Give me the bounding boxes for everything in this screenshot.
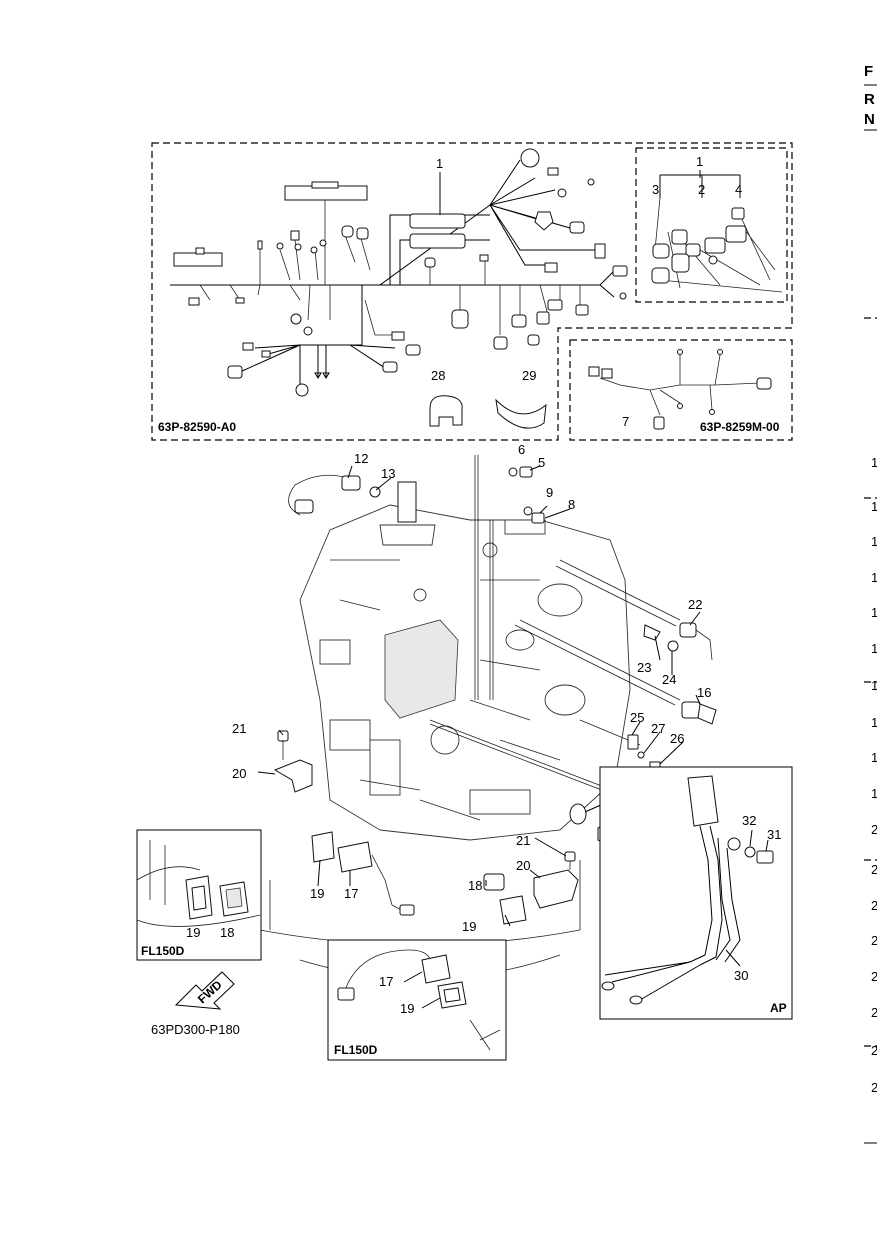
edge-row-mark: 1 [871,786,877,801]
fwd-arrow: FWD [174,971,235,1010]
page-edge: F R N 1 1 1 1 1 1 1 1 1 1 2 2 2 2 2 2 2 2 [864,63,877,1144]
callout-16: 16 [697,685,711,700]
callout-8: 8 [568,497,575,512]
edge-row-mark: 2 [871,1080,877,1095]
figure-code: 63PD300-P180 [151,1022,240,1037]
inset-ap: 30 31 32 AP [599,766,793,1020]
edge-row-mark: 1 [871,605,877,620]
callout-32: 32 [742,813,756,828]
callout-12: 12 [354,451,368,466]
callout-19-inset: 19 [400,1001,414,1016]
callout-29: 29 [522,368,536,383]
callout-19: 19 [310,886,324,901]
callout-18-inset-left: 18 [220,925,234,940]
callout-27: 27 [651,721,665,736]
edge-row-mark: 1 [871,534,877,549]
callout-1: 1 [436,156,443,171]
callout-4: 4 [735,182,742,197]
callout-19-center: 19 [462,919,476,934]
callout-5: 5 [538,455,545,470]
edge-row-mark: 2 [871,1005,877,1020]
edge-row-mark: 2 [871,933,877,948]
callout-25: 25 [630,710,644,725]
edge-row-mark: 2 [871,822,877,837]
edge-row-mark: 2 [871,898,877,913]
edge-row-mark: 1 [871,455,877,470]
callout-28: 28 [431,368,445,383]
inset-label-ap: AP [770,1001,787,1015]
inset-label-fl150d-left: FL150D [141,944,185,958]
callout-3: 3 [652,182,659,197]
callout-26: 26 [670,731,684,746]
edge-row-mark: 2 [871,969,877,984]
edge-row-mark: 1 [871,641,877,656]
engine-block: 5 6 8 9 10 11 12 13 14 15 16 17 18 19 20… [232,442,717,980]
edge-row-mark: 2 [871,1043,877,1058]
callout-2: 2 [698,182,705,197]
edge-letter: F [864,63,873,80]
callout-17-inset: 17 [379,974,393,989]
callout-22: 22 [688,597,702,612]
harness-part-code: 63P-82590-A0 [158,420,236,434]
callout-31: 31 [767,827,781,842]
callout-17: 17 [344,886,358,901]
edge-letter: N [864,111,875,128]
callout-21: 21 [232,721,246,736]
callout-20-center: 20 [516,858,530,873]
edge-row-mark: 2 [871,862,877,877]
callout-6: 6 [518,442,525,457]
callout-19-inset-left: 19 [186,925,200,940]
edge-letter: R [864,91,875,108]
callout-20: 20 [232,766,246,781]
harness-panel: 1 1 2 3 4 7 28 29 63P-82590-A0 63P-8259M… [151,142,793,441]
callout-24: 24 [662,672,676,687]
edge-row-mark: 1 [871,750,877,765]
inset-label-fl150d-bottom: FL150D [334,1043,378,1057]
inset-fl150d-bottom: 17 19 FL150D [327,939,507,1061]
callout-1-inset: 1 [696,154,703,169]
callout-30: 30 [734,968,748,983]
edge-row-mark: 1 [871,499,877,514]
sub-harness-code: 63P-8259M-00 [700,420,780,434]
callout-21-center: 21 [516,833,530,848]
callout-13: 13 [381,466,395,481]
inset-fl150d-left: 19 18 FL150D [136,829,262,961]
edge-row-mark: 1 [871,570,877,585]
callout-23: 23 [637,660,651,675]
edge-row-mark: 1 [871,678,877,693]
callout-18: 18 [468,878,482,893]
edge-row-mark: 1 [871,715,877,730]
callout-9: 9 [546,485,553,500]
callout-7: 7 [622,414,629,429]
